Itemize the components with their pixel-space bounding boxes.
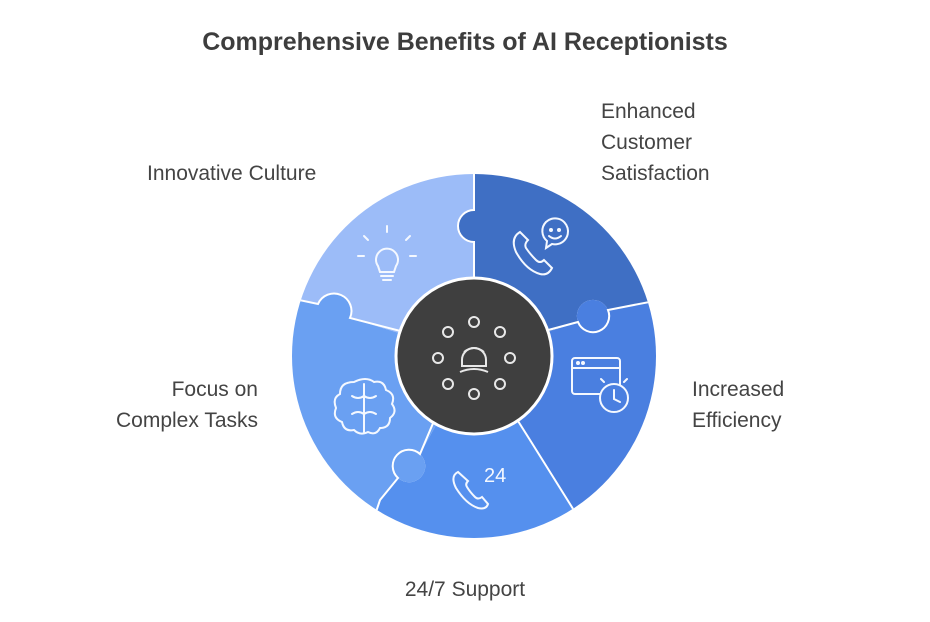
label-line: Enhanced	[601, 100, 696, 123]
label-focus-complex-tasks: Focus on Complex Tasks	[116, 374, 258, 436]
label-line: Innovative Culture	[147, 162, 317, 185]
label-line: Increased	[692, 378, 785, 401]
label-line: Efficiency	[692, 409, 782, 432]
label-24-7-support: 24/7 Support	[0, 574, 930, 605]
lightbulb-icon	[357, 225, 417, 281]
phone-chat-icon	[512, 217, 570, 276]
diagram-title: Comprehensive Benefits of AI Receptionis…	[202, 28, 728, 56]
label-line: 24/7 Support	[404, 578, 526, 601]
label-increased-efficiency: Increased Efficiency	[692, 374, 784, 436]
label-line: Satisfaction	[601, 162, 710, 185]
phone-24-icon	[452, 470, 490, 510]
segment-24-7-support	[360, 356, 580, 538]
label-line: Focus on	[171, 378, 258, 401]
browser-clock-icon	[571, 357, 629, 413]
label-line: Customer	[601, 131, 693, 154]
brain-icon	[333, 378, 396, 435]
hub-circle	[394, 276, 554, 436]
phone-24-label: 24	[484, 465, 506, 487]
ai-receptionist-icon	[432, 316, 516, 400]
label-line: Complex Tasks	[116, 409, 258, 432]
label-enhanced-satisfaction: Enhanced Customer Satisfaction	[601, 96, 710, 189]
label-innovative-culture: Innovative Culture	[147, 158, 316, 189]
